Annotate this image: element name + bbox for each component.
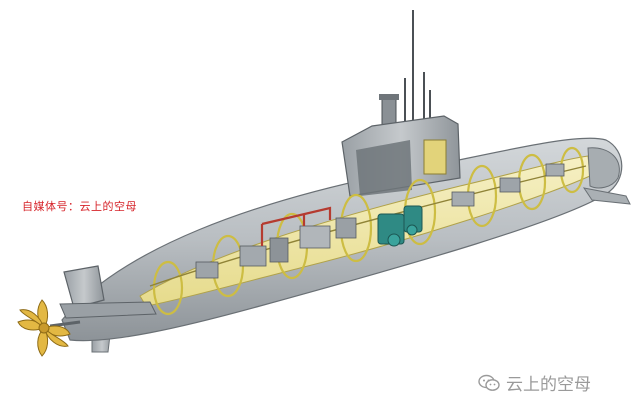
piping (260, 206, 332, 246)
sail-hatch (423, 139, 447, 175)
watermark-text: 云上的空母 (506, 375, 591, 395)
propeller (17, 299, 71, 357)
masts (404, 10, 431, 130)
machinery (195, 163, 565, 279)
engine-units (377, 205, 423, 247)
bow-hydroplane (582, 187, 631, 205)
upper-rudder (63, 265, 105, 309)
watermark: 云上的空母 (478, 370, 591, 395)
sail-cutaway (356, 140, 412, 196)
stern-plane (59, 301, 157, 319)
propeller-shaft (49, 320, 81, 328)
wechat-icon (478, 374, 500, 391)
snorkel-head (379, 94, 399, 100)
bow-dome (587, 147, 620, 189)
caption-red: 自媒体号：云上的空母 (22, 200, 137, 213)
